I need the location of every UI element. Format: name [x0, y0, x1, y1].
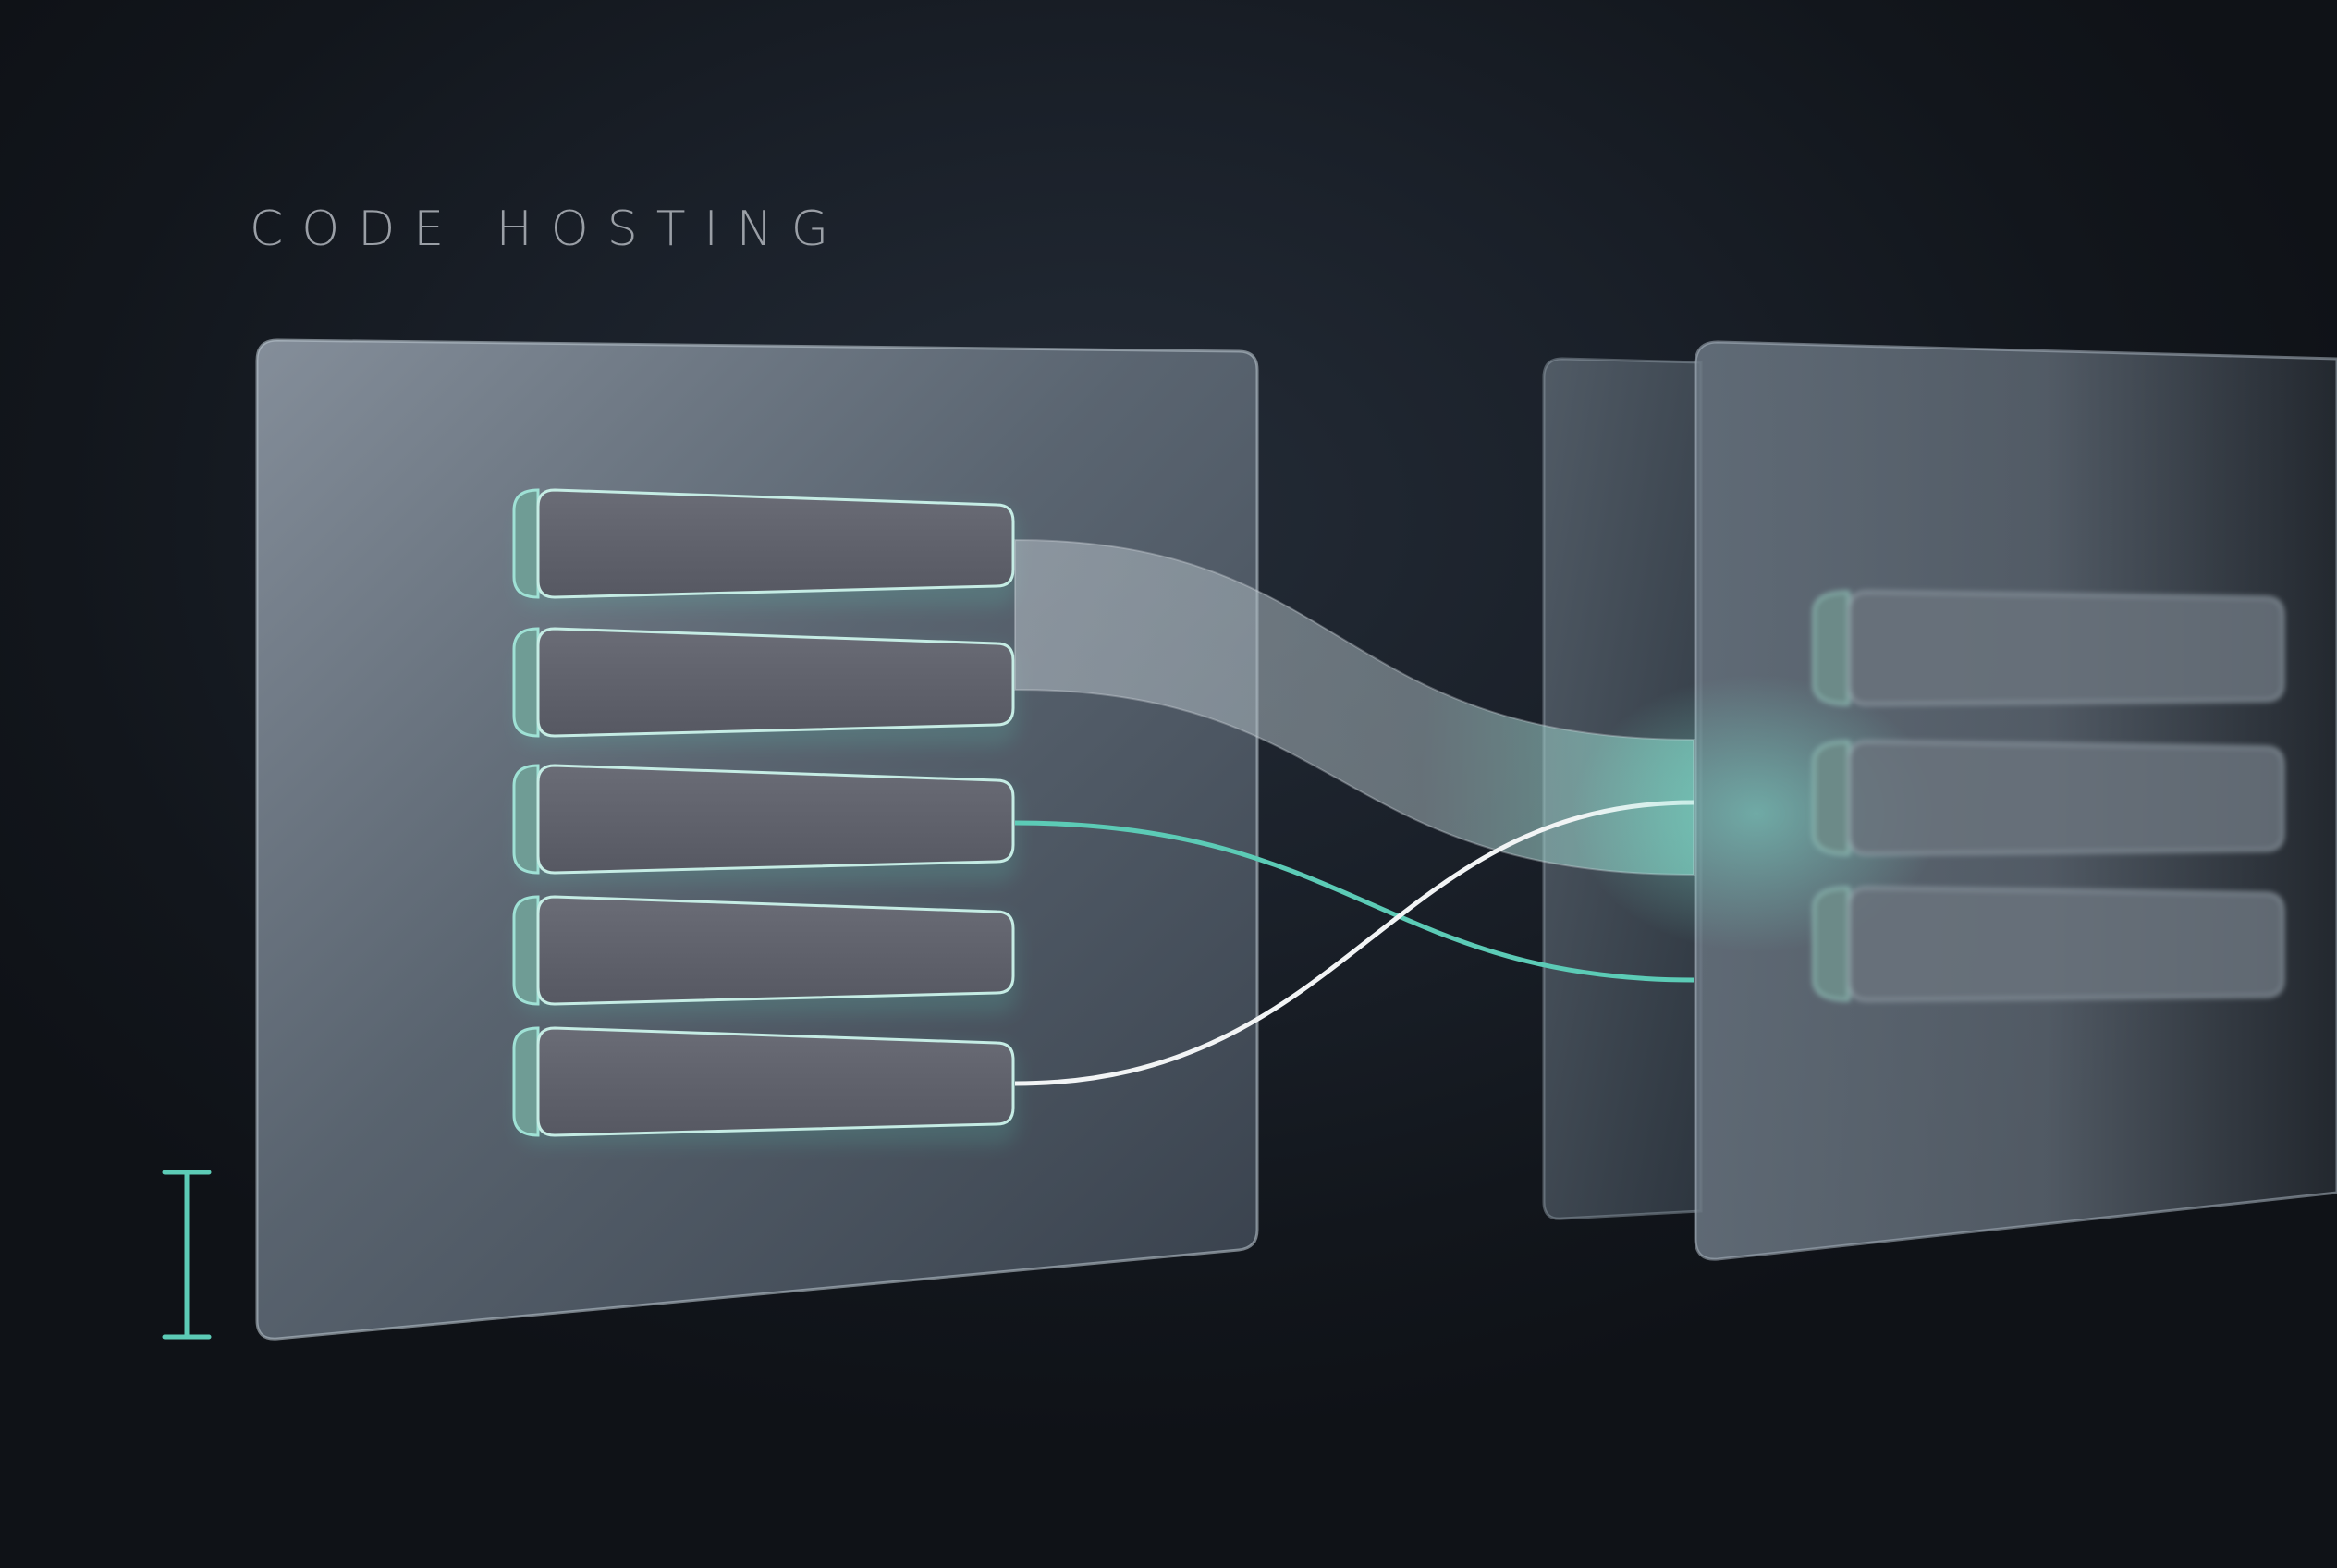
source-bar-4: [512, 895, 1017, 1013]
target-bars: [1812, 590, 2285, 1002]
target-bar-3: [1812, 886, 2285, 1002]
source-bar-2: [512, 627, 1017, 745]
source-bar-5: [512, 1026, 1017, 1145]
connection-accent-line: [1014, 820, 1695, 983]
diagram-title: CODE HOSTING: [250, 202, 847, 257]
source-bar-1: [512, 488, 1017, 606]
source-bars: [512, 488, 1017, 1145]
target-bar-2: [1812, 740, 2285, 856]
text-cursor-icon: [162, 1170, 212, 1340]
source-bar-3: [512, 764, 1017, 882]
target-bar-1: [1812, 590, 2285, 706]
